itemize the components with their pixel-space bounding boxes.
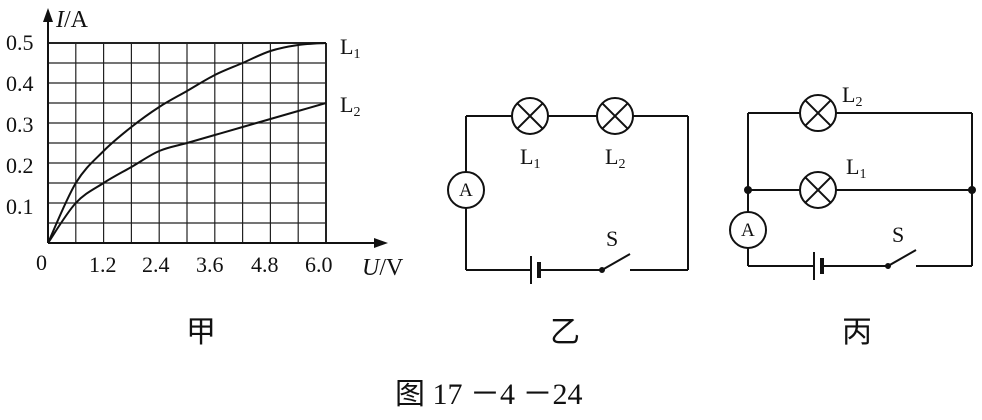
figure-caption: 图 17 －4 －24 [395, 378, 583, 411]
lamp-label-l1: L1 [520, 144, 541, 172]
battery-icon [813, 252, 824, 280]
x-tick-label: 3.6 [196, 252, 224, 277]
x-axis-var: U [362, 255, 380, 281]
switch-icon [885, 249, 917, 269]
switch-label: S [892, 222, 905, 247]
x-tick-label: 6.0 [305, 252, 333, 277]
lamp-label-l2: L2 [842, 82, 863, 110]
curve-label-l2: L2 [340, 92, 361, 120]
y-tick-label: 0.4 [6, 71, 34, 96]
curve-label-l1: L1 [340, 34, 361, 62]
origin-label: 0 [36, 250, 47, 275]
junction-dot [968, 186, 976, 194]
curve-l1 [47, 42, 327, 244]
switch-label: S [606, 226, 619, 251]
graph-grid [48, 42, 327, 243]
lamp-label-l1: L1 [846, 154, 867, 182]
ammeter-icon [729, 211, 767, 249]
junction-dot [744, 186, 752, 194]
lamp-icon [596, 97, 634, 135]
x-tick-label: 4.8 [251, 252, 279, 277]
lamp-icon [799, 171, 837, 209]
x-tick-label: 1.2 [89, 252, 117, 277]
ammeter-icon [447, 171, 485, 209]
curve-l2 [47, 102, 327, 244]
switch-icon [599, 253, 631, 273]
lamp-icon [511, 97, 549, 135]
panel-label-bing: 丙 [842, 316, 872, 349]
y-tick-label: 0.1 [6, 194, 34, 219]
y-tick-label: 0.5 [6, 30, 34, 55]
y-axis-unit: /A [64, 7, 88, 33]
x-tick-label: 2.4 [142, 252, 170, 277]
y-tick-label: 0.3 [6, 112, 34, 137]
graph-curves [47, 42, 327, 244]
y-axis-label: I/A [56, 8, 88, 32]
y-tick-label: 0.2 [6, 153, 34, 178]
x-axis-unit: /V [379, 255, 404, 281]
lamp-label-l2: L2 [605, 144, 626, 172]
panel-label-jia: 甲 [186, 316, 216, 349]
y-axis-var: I [56, 7, 64, 33]
battery-icon [530, 256, 541, 284]
panel-label-yi: 乙 [550, 316, 580, 349]
x-axis-arrow [374, 238, 388, 248]
lamp-icon [799, 94, 837, 132]
graph-axes [43, 8, 388, 248]
y-axis-arrow [43, 8, 53, 22]
ammeter-label: A [459, 180, 473, 201]
ammeter-label: A [741, 220, 755, 241]
x-axis-label: U/V [362, 256, 403, 280]
